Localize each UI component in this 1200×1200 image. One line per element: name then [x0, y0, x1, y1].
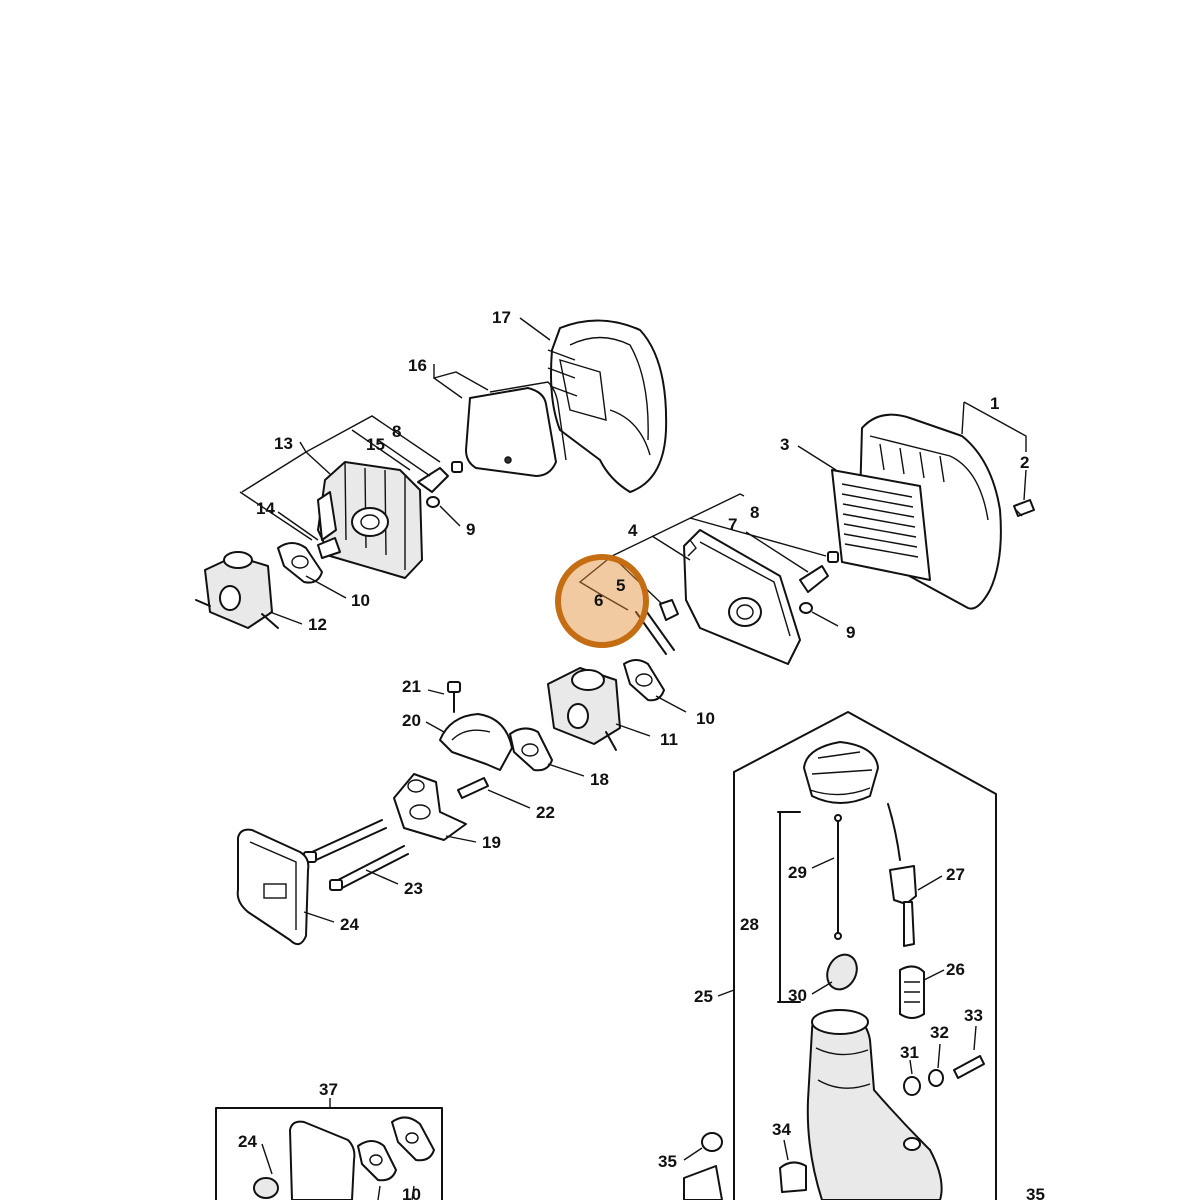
part-8-nut-left	[451, 461, 463, 473]
part-19-manifold	[393, 773, 467, 841]
callout-10: 10	[696, 709, 715, 728]
callout-34: 34	[772, 1120, 791, 1139]
part-32-bushing	[928, 1069, 944, 1087]
callout-4: 4	[628, 521, 638, 540]
part-27-fuel-hose	[887, 803, 917, 947]
callout-25: 25	[694, 987, 713, 1006]
part-33-screw	[953, 1055, 985, 1079]
part-14-choke	[317, 537, 341, 559]
callout-28: 28	[740, 915, 759, 934]
callout-19: 19	[482, 833, 501, 852]
callout-11: 11	[660, 730, 678, 749]
callout-8: 8	[750, 503, 759, 522]
part-13-carburetor-box	[317, 461, 423, 579]
callout-31: 31	[900, 1043, 919, 1062]
callout-29: 29	[788, 863, 807, 882]
kit-37-box	[215, 1107, 443, 1200]
callout-2: 2	[1020, 453, 1029, 472]
part-17-filter-cover	[547, 319, 668, 493]
callout-26: 26	[946, 960, 965, 979]
callout-10: 10	[402, 1185, 421, 1200]
part-7-lever	[799, 565, 829, 593]
fuel-tank-box	[733, 711, 997, 1200]
callout-3: 3	[780, 435, 789, 454]
part-34-clip	[779, 1161, 807, 1193]
fuel-tank	[806, 1009, 943, 1200]
part-3-filter-panel	[831, 469, 931, 581]
callout-22: 22	[536, 803, 555, 822]
part-35-plate	[683, 1165, 723, 1200]
callout-13: 13	[274, 434, 293, 453]
callout-16: 16	[408, 356, 427, 375]
callout-32: 32	[930, 1023, 949, 1042]
callout-35: 35	[1026, 1185, 1045, 1200]
part-15-lever	[417, 467, 449, 493]
part-9-nut-left	[426, 496, 440, 508]
part-16-filter-element	[465, 381, 567, 477]
part-26-fuel-filter	[899, 965, 925, 1019]
callout-labels: 17 16 8 13 15 14 9 10 12 1 2 3 4 7 8 5 6…	[238, 308, 1045, 1200]
callout-24: 24	[238, 1132, 257, 1151]
part-21-screw	[447, 681, 461, 713]
callout-5: 5	[616, 576, 625, 595]
part-5-bushing	[659, 599, 679, 621]
callout-6: 6	[594, 591, 603, 610]
part-8-nut-right	[827, 551, 839, 563]
part-31-grommet	[903, 1076, 921, 1096]
callout-18: 18	[590, 770, 609, 789]
callout-7: 7	[728, 515, 737, 534]
callout-35: 35	[658, 1152, 677, 1171]
part-18-gasket	[509, 727, 553, 772]
part-4-base-plate	[683, 529, 801, 665]
callout-15: 15	[366, 435, 385, 454]
part-30-cap-seal	[826, 953, 858, 991]
part-35-nut	[701, 1132, 723, 1152]
callout-10: 10	[351, 591, 370, 610]
callout-33: 33	[964, 1006, 983, 1025]
part-24-shield	[236, 828, 310, 946]
callout-27: 27	[946, 865, 965, 884]
part-10-gasket-left	[277, 542, 323, 584]
callout-14: 14	[256, 499, 275, 518]
part-20-clamp	[439, 713, 513, 771]
callout-1: 1	[990, 394, 999, 413]
leader-lines	[239, 317, 1027, 1200]
callout-12: 12	[308, 615, 327, 634]
callout-23: 23	[404, 879, 423, 898]
callout-20: 20	[402, 711, 421, 730]
part-28-cap-box	[777, 811, 801, 1003]
part-10-gasket-right	[623, 659, 665, 702]
part-11-carburetor	[547, 667, 621, 751]
part-9-nut-right	[799, 602, 813, 614]
callout-30: 30	[788, 986, 807, 1005]
fuel-cap	[803, 741, 879, 804]
callout-21: 21	[402, 677, 421, 696]
callout-37: 37	[319, 1080, 338, 1099]
part-29-vent-wire	[834, 814, 842, 940]
callout-17: 17	[492, 308, 511, 327]
callout-9: 9	[846, 623, 855, 642]
highlight-marker	[555, 554, 649, 648]
part-2-screw	[1013, 499, 1035, 517]
callout-9: 9	[466, 520, 475, 539]
callout-24: 24	[340, 915, 359, 934]
part-12-carburetor	[195, 551, 279, 629]
part-22-screw	[457, 777, 489, 799]
callout-8: 8	[392, 422, 401, 441]
part-23-bolts	[303, 819, 409, 891]
